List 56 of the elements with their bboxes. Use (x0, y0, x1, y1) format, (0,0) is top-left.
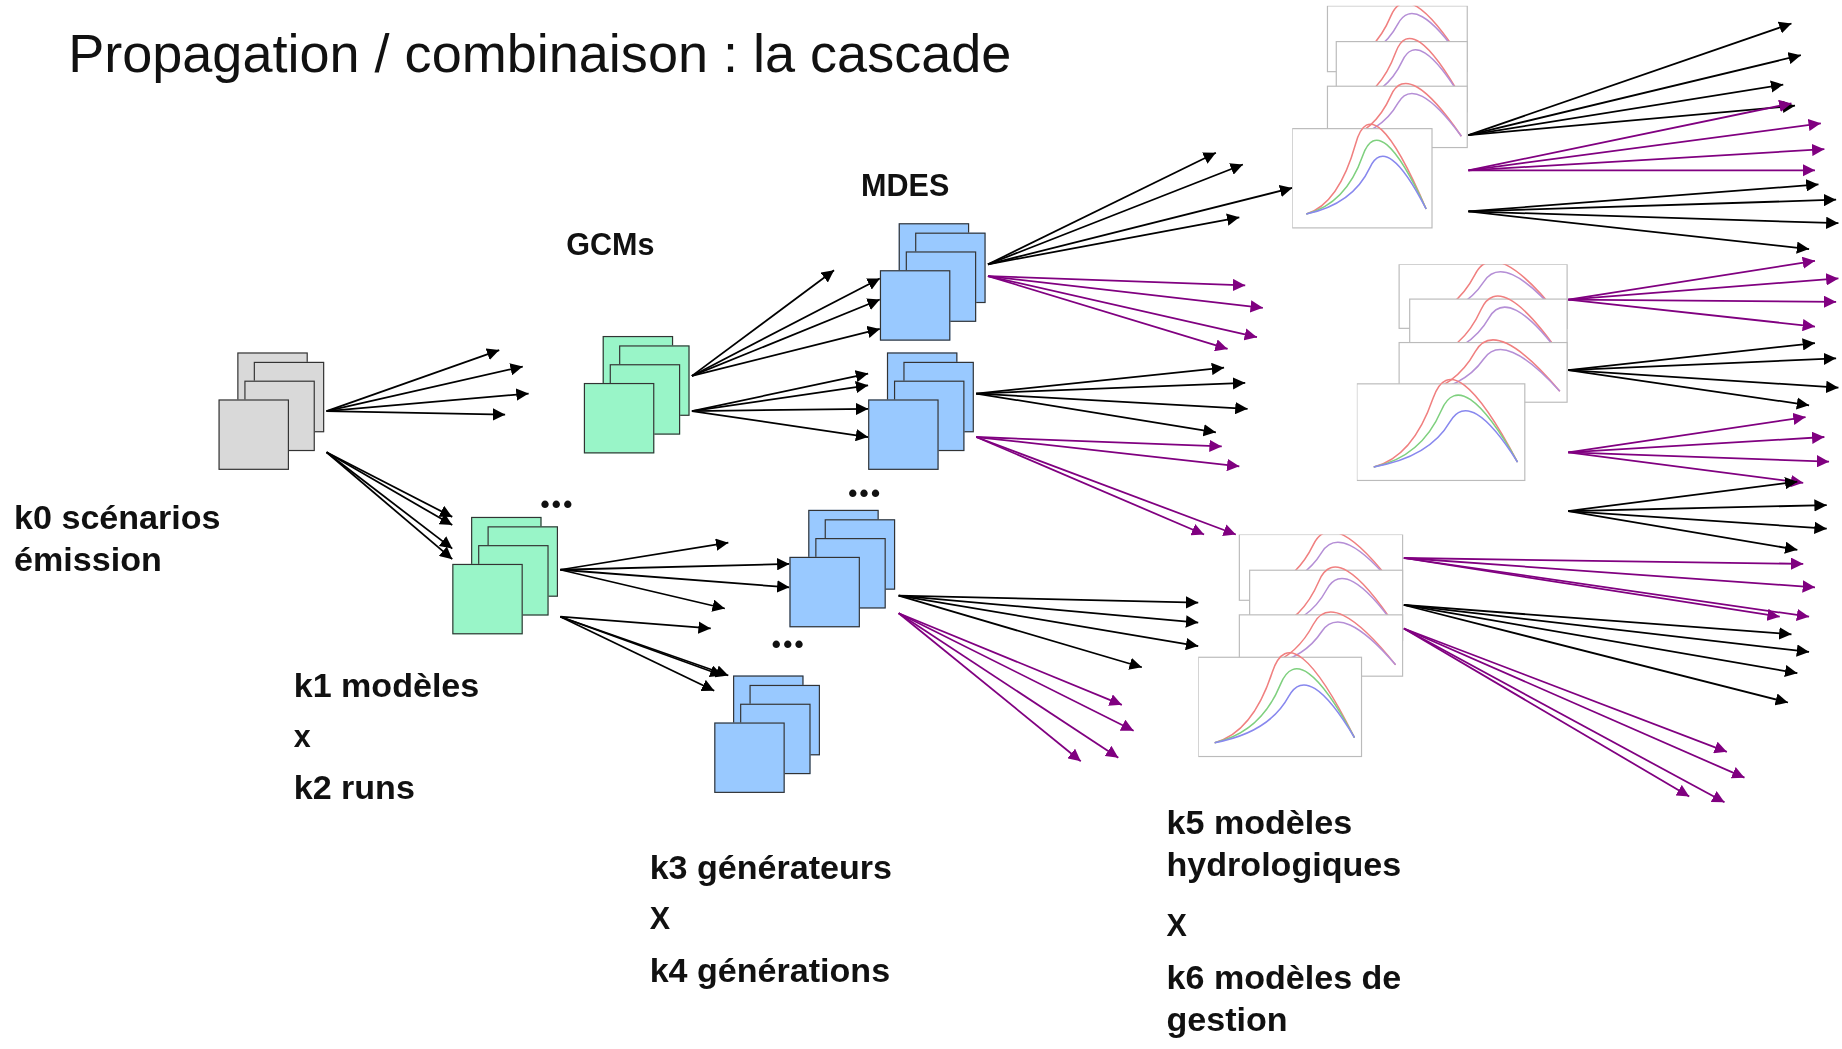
caption-text: X (649, 900, 670, 939)
caption-text: k1 modèles (293, 665, 480, 706)
arrow (691, 298, 881, 377)
picture (1198, 534, 1404, 758)
ellipsis-dots: ••• (848, 477, 883, 510)
arrow (1467, 164, 1816, 177)
arrow (691, 410, 869, 442)
caption-text: x (293, 717, 311, 757)
caption-text: k0 scénarios émission (14, 497, 222, 580)
arrow (897, 612, 1082, 763)
square-stack (879, 223, 988, 341)
arrow (1567, 273, 1840, 301)
arrow (559, 615, 716, 692)
arrow (1567, 510, 1799, 554)
caption-text: k5 modèles hydrologiques (1166, 802, 1403, 886)
caption-text: k4 générations (649, 950, 891, 992)
ellipsis-dots: ••• (771, 628, 806, 662)
caption-text: k6 modèles de gestion (1166, 957, 1403, 1041)
arrow (975, 436, 1241, 472)
arrow (1402, 604, 1799, 678)
arrow (325, 408, 506, 421)
arrow (1467, 21, 1793, 136)
arrow (1467, 179, 1820, 213)
arrow (1567, 256, 1816, 301)
arrow (559, 615, 712, 634)
arrow (987, 275, 1229, 352)
arrow (1567, 451, 1805, 488)
arrow (975, 392, 1217, 437)
square-stack (452, 516, 561, 635)
arrow (1402, 604, 1789, 706)
caption-text: X (1166, 907, 1187, 946)
arrow (325, 363, 524, 413)
picture (1356, 264, 1569, 482)
ellipsis-dots: ••• (540, 488, 575, 522)
arrow (1567, 298, 1816, 332)
arrow (1567, 451, 1830, 468)
arrow (1567, 369, 1810, 410)
arrow (897, 594, 1143, 670)
arrow (691, 269, 835, 377)
arrow (1467, 210, 1810, 254)
caption-text: k2 runs (293, 767, 415, 808)
arrow (897, 612, 1120, 759)
square-stack (218, 352, 327, 470)
arrow (1467, 193, 1837, 213)
caption-text: GCMs (566, 225, 655, 264)
caption-text: MDES (861, 167, 950, 206)
arrow (987, 163, 1244, 266)
arrow (691, 402, 869, 416)
caption-text: k3 générateurs (649, 847, 892, 888)
arrow (987, 275, 1264, 313)
title: Propagation / combinaison : la cascade (68, 21, 1012, 85)
arrow (987, 213, 1241, 266)
arrow (975, 362, 1225, 395)
arrow (559, 568, 726, 612)
arrow (691, 325, 881, 377)
picture (1292, 5, 1469, 230)
